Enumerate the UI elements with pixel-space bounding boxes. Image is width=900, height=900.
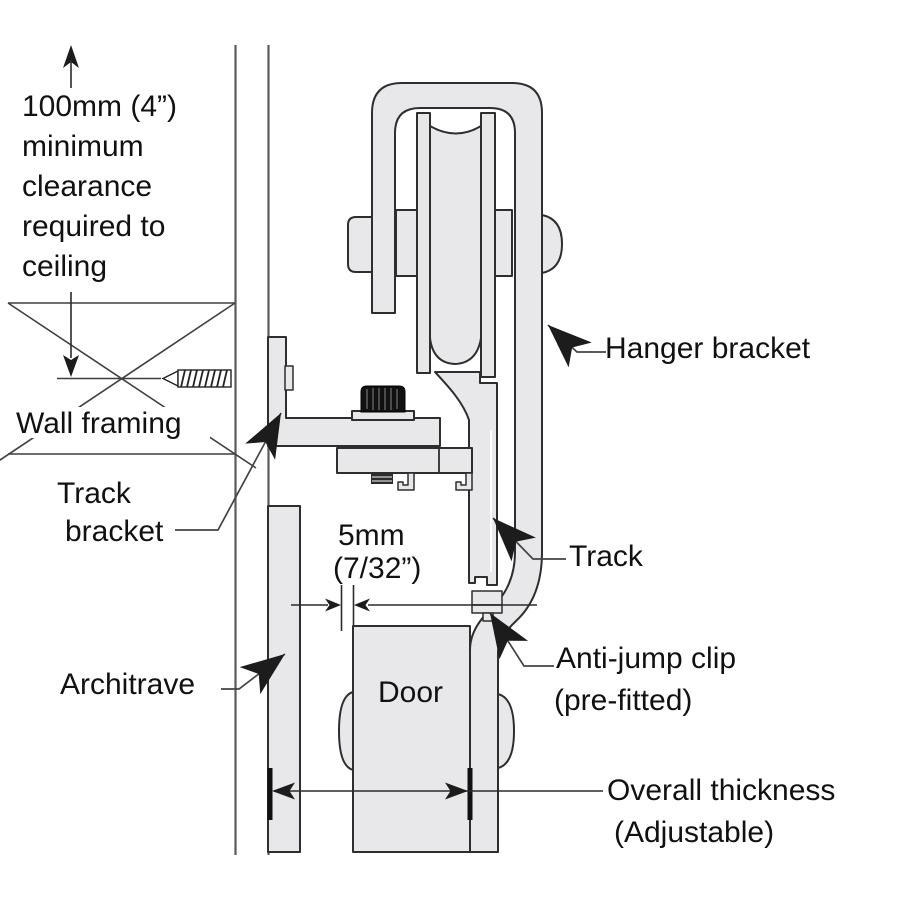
track-front-face [434,371,498,586]
axle-end-left [347,216,373,273]
clearance-label-line3: clearance [22,170,152,203]
wall-framing-label-bg [12,407,210,438]
hanger-bracket-label: Hanger bracket [605,332,811,365]
anti-jump-clip-base [471,604,503,614]
axle-boss-left [395,209,418,277]
track-bracket-part [267,336,441,447]
screw-tip [161,369,179,388]
door-panel [352,625,471,853]
track-hook-right [455,472,473,491]
gap-dimension-value: 5mm [338,519,405,552]
clearance-annotation: 100mm (4”) minimum clearance required to… [22,45,177,377]
architrave-leader [221,653,286,695]
track-screw [371,473,393,484]
hanger-bracket-leader [547,324,606,368]
callouts: Hanger bracket Track bracket Track Archi… [57,324,811,717]
wall-screw-icon [161,369,232,388]
track-bar [336,447,473,474]
clearance-label-line5: ceiling [22,250,107,283]
overall-arrow-left-icon [272,782,295,800]
architrave-label: Architrave [60,668,195,701]
door-back-fixing [338,691,354,771]
wall-framing-symbol: Wall framing [0,302,257,469]
track-hook-left [397,472,415,491]
anti-jump-label-line2: (pre-fitted) [554,684,692,717]
anti-jump-clip-part [471,590,503,622]
gap-arrow-left-icon [354,598,370,612]
track-label: Track [569,540,644,573]
track-bracket-label-line1: Track [57,477,132,510]
wheel [429,125,482,365]
wheel-plate-right [480,112,496,378]
track-part [336,371,498,586]
clearance-label-line4: required to [22,210,165,243]
door-label: Door [378,676,443,709]
down-arrow-icon [63,355,79,377]
overall-thickness-dimension: Overall thickness (Adjustable) [267,768,835,849]
track-bracket-label-line2: bracket [65,515,164,548]
anti-jump-clip-top [471,590,503,606]
overall-thickness-label: Overall thickness [607,774,835,807]
overall-arrow-right-icon [445,782,468,800]
gap-arrow-right-icon [325,598,341,612]
axle-boss-right [494,209,513,277]
wall-section [234,45,270,855]
knob-ribs [366,388,398,410]
clearance-label-line2: minimum [22,130,144,163]
door-part: Door [338,625,515,853]
track-leader [492,517,566,562]
adjustment-knob [360,385,406,413]
clearance-label-line1: 100mm (4”) [22,90,177,123]
wall-framing-label: Wall framing [16,407,182,440]
gap-dimension: 5mm (7/32”) [291,519,537,631]
overall-adjustable-label: (Adjustable) [614,816,774,849]
screw-threads [180,369,228,388]
gap-dimension-inches: (7/32”) [333,552,421,585]
anti-jump-leader [489,612,554,667]
track-bracket-tab [284,365,294,391]
wheel-assembly [347,112,563,378]
axle-end-right [541,214,563,274]
architrave-part [267,505,301,853]
up-arrow-icon [63,45,79,68]
hanger-fixing-bolt [497,693,515,769]
wheel-plate-left [416,112,431,374]
framing-diagonal-1 [0,302,236,461]
framing-diagonal-2 [7,302,257,469]
track-bracket-leader [175,412,282,531]
anti-jump-label-line1: Anti-jump clip [556,642,736,675]
track-bracket-body [267,336,441,447]
